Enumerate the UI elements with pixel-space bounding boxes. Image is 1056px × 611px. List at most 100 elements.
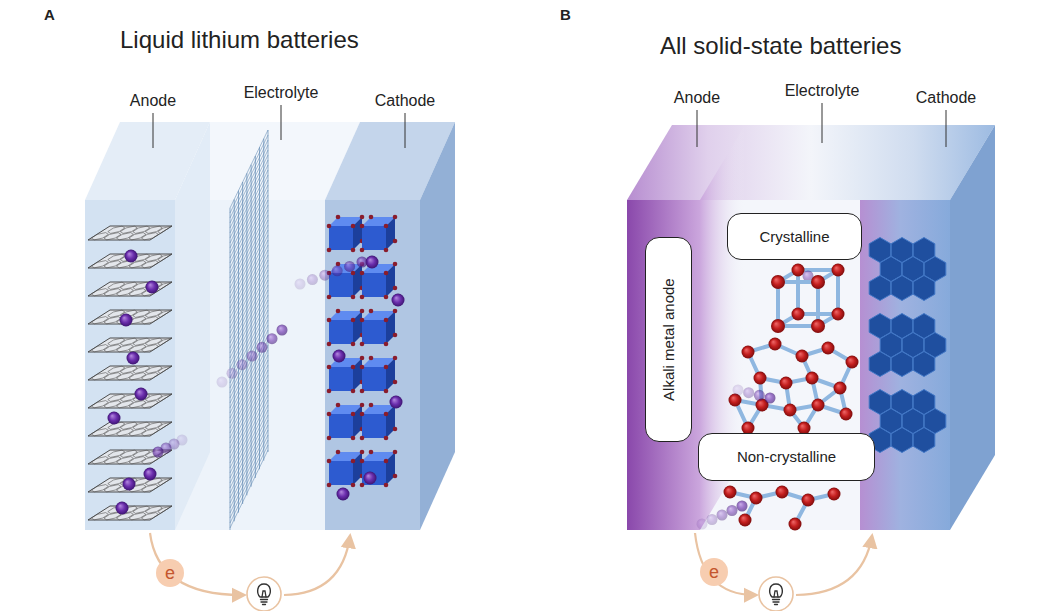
- oxygen-atom: [822, 342, 835, 355]
- lattice-atom: [351, 318, 356, 323]
- lattice-atom: [384, 436, 389, 441]
- lattice-atom: [360, 389, 365, 394]
- lattice-atom: [360, 309, 365, 314]
- battery-box: [85, 122, 455, 530]
- panel-b-details: [697, 238, 946, 531]
- oxygen-atom: [812, 399, 825, 412]
- cube-front: [329, 320, 353, 344]
- cathode-hexagon: [913, 352, 935, 377]
- lithium-ion: [337, 488, 350, 501]
- graphite-ring: [158, 254, 172, 261]
- bulb-base: [261, 599, 268, 600]
- electrolyte-region: [627, 200, 950, 530]
- lattice-atom: [393, 474, 398, 479]
- lattice-atom: [360, 459, 365, 464]
- bulb-glass: [258, 584, 271, 597]
- graphite-ring: [141, 233, 158, 240]
- lithium-ion: [146, 281, 159, 294]
- cube-side: [353, 405, 362, 438]
- graphite-ring: [129, 401, 146, 408]
- lattice-atom: [384, 295, 389, 300]
- graphite-ring: [108, 394, 125, 401]
- lattice-atom: [393, 380, 398, 385]
- graphite-ring: [120, 282, 137, 289]
- lattice-atom: [369, 403, 374, 408]
- oxygen-atom: [802, 494, 815, 507]
- part-label: Electrolyte: [244, 84, 319, 102]
- cube-front: [362, 461, 386, 485]
- graphite-ring: [108, 366, 125, 373]
- graphite-ring: [133, 450, 150, 457]
- cathode-hexagon: [913, 428, 935, 453]
- cube-side: [386, 217, 395, 250]
- electron-circle: e: [700, 558, 728, 586]
- lattice-atom: [384, 389, 389, 394]
- lattice-atom: [393, 262, 398, 267]
- lithium-ion: [144, 468, 157, 481]
- box-text: Non-crystalline: [737, 448, 836, 465]
- circuit-wire: [695, 533, 756, 595]
- oxygen-atom: [796, 350, 809, 363]
- oxygen-atom: [806, 372, 819, 385]
- graphite-ring: [145, 226, 162, 233]
- graphite-sheet: [88, 366, 172, 380]
- oxygen-atom: [811, 319, 825, 333]
- mesh-line: [230, 285, 268, 363]
- bulb-base: [773, 601, 779, 602]
- cathode-hexagon: [869, 352, 891, 377]
- lattice-atom: [327, 342, 332, 347]
- battery-box: [627, 125, 995, 530]
- cathode-hexagon: [869, 276, 891, 301]
- oxygen-atom: [724, 486, 737, 499]
- cube-side: [353, 358, 362, 391]
- lattice-atom: [360, 483, 365, 488]
- lattice-atom: [360, 342, 365, 347]
- lithium-ion: [120, 314, 133, 327]
- lithium-ion: [390, 396, 403, 409]
- lithium-ion: [237, 359, 248, 370]
- cathode-cube: [360, 262, 398, 300]
- oxygen-atom: [742, 346, 755, 359]
- electron-symbol: e: [165, 563, 175, 584]
- panel-a-details: [88, 130, 405, 530]
- graphite-sheet: [88, 366, 172, 380]
- lattice-atom: [336, 215, 341, 220]
- mesh-line: [230, 400, 268, 478]
- cube-front: [329, 273, 353, 297]
- separator-mesh: [230, 130, 268, 530]
- graphite-ring: [141, 485, 158, 492]
- graphite-ring: [129, 513, 146, 520]
- bulb-base: [774, 591, 778, 597]
- mesh-line: [230, 405, 268, 483]
- oxygen-atom: [840, 408, 853, 421]
- lattice-atom: [360, 403, 365, 408]
- cathode-cube: [327, 215, 365, 253]
- lattice-atom: [351, 483, 356, 488]
- lattice-atom: [360, 271, 365, 276]
- cathode-lattice: [327, 215, 405, 501]
- oxygen-atom: [832, 264, 845, 277]
- bulb-circle: [759, 577, 793, 611]
- graphite-ring: [104, 401, 121, 408]
- graphite-ring: [158, 366, 172, 373]
- lattice-atom: [369, 450, 374, 455]
- graphite-ring: [145, 366, 162, 373]
- lattice-atom: [327, 412, 332, 417]
- lithium-ion: [108, 412, 121, 425]
- oxygen-atom: [771, 319, 785, 333]
- circuit-wire: [796, 536, 872, 595]
- graphite-ring: [141, 373, 158, 380]
- leader-line: [697, 110, 698, 147]
- lithium-ion: [319, 270, 330, 281]
- mesh-line: [230, 450, 268, 528]
- cathode-slab-side: [950, 125, 995, 530]
- leader-line: [946, 110, 947, 147]
- crystalline-lattice: [771, 264, 845, 334]
- graphite-ring: [104, 345, 121, 352]
- oxygen-atom: [828, 488, 841, 501]
- cube-front: [362, 414, 386, 438]
- part-label: Anode: [674, 89, 720, 107]
- cathode-cube: [360, 356, 398, 394]
- graphite-ring: [104, 457, 121, 464]
